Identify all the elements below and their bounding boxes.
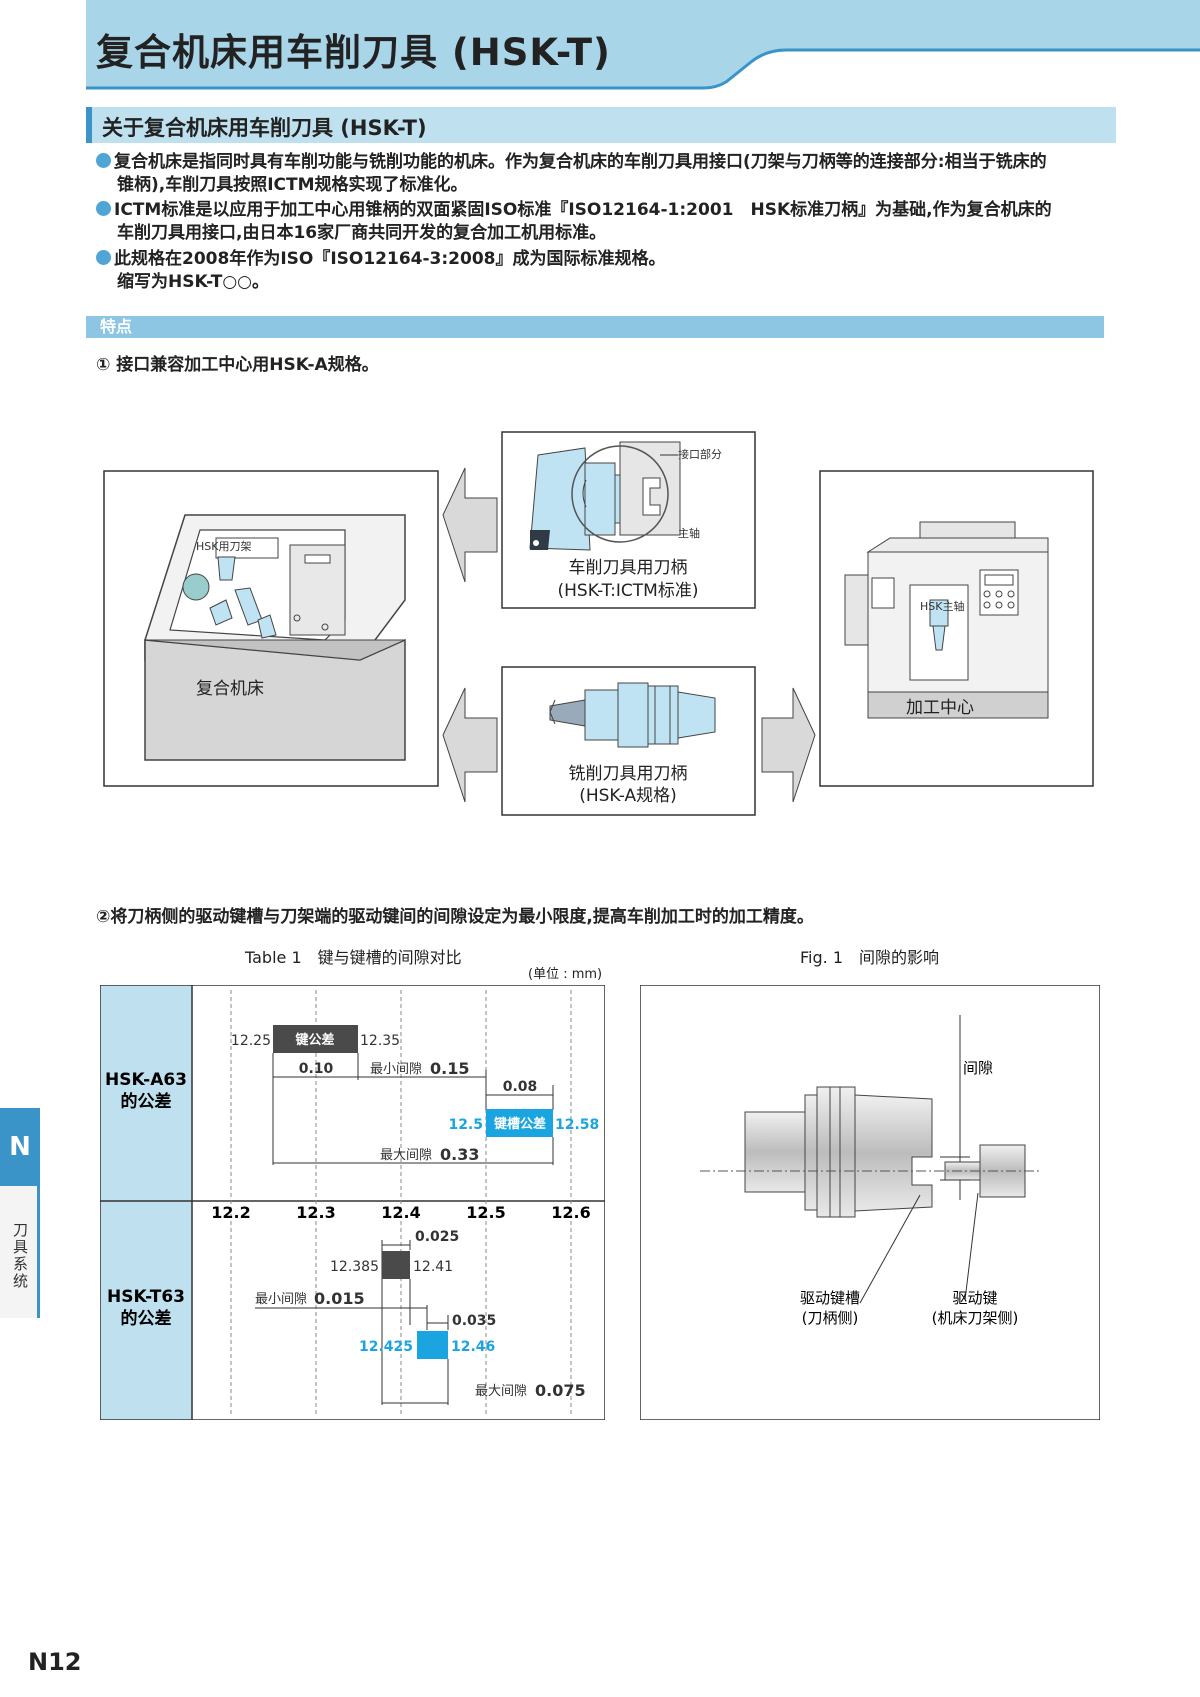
t-slot-tolerance-bar: [417, 1331, 448, 1359]
side-tab-text: 刀具系统: [11, 1222, 29, 1290]
a-max-gap-label: 最大间隙: [380, 1148, 432, 1163]
row-t-line1: HSK-T63: [107, 1287, 185, 1307]
slot-sub: (刀柄侧): [802, 1309, 859, 1327]
bullet-2: ICTM标准是以应用于加工中心用锥柄的双面紧固ISO标准『ISO12164-1:…: [96, 199, 1136, 245]
features-title: 特点: [100, 317, 133, 336]
bullet-2-line2: 车削刀具用接口,由日本16家厂商共同开发的复合加工机用标准。: [117, 223, 607, 243]
side-tab-letter[interactable]: N: [0, 1108, 40, 1186]
hsk-a-holder-icon: [549, 682, 716, 748]
t-max-gap-val: 0.075: [535, 1381, 586, 1400]
a-min-gap-label: 最小间隙: [370, 1062, 422, 1077]
multitask-machine-icon: [144, 514, 406, 761]
a-slot-max: 12.58: [555, 1117, 599, 1133]
side-tab: [0, 1186, 40, 1318]
t-max-gap-label: 最大间隙: [475, 1384, 527, 1399]
left-arrow-icon: [442, 467, 498, 583]
compatibility-diagram: HSK用刀架 复合机床 接口部分 主轴 车削刀具用刀柄 (HSK-T:ICTM标…: [103, 431, 1094, 816]
page-number: N12: [28, 1648, 82, 1676]
shank-icon: [744, 1086, 933, 1218]
axis-tick: 12.2: [211, 1203, 250, 1222]
table1-unit: (单位 : mm): [528, 967, 603, 982]
section-title-bar: [86, 107, 1116, 143]
right-arrow-icon: [761, 687, 816, 803]
row-a-line1: HSK-A63: [105, 1070, 187, 1090]
key-label: 驱动键: [952, 1289, 997, 1307]
t-key-tolerance-bar: [382, 1251, 410, 1279]
milling-holder-sub: (HSK-A规格): [579, 786, 677, 806]
bullet-1-line2: 锥柄),车削刀具按照ICTM规格实现了标准化。: [117, 175, 468, 195]
a-key-min: 12.25: [231, 1033, 271, 1049]
t-min-gap-val: 0.015: [314, 1289, 365, 1308]
machining-center-icon: [844, 521, 1049, 719]
milling-holder-title: 铣削刀具用刀柄: [569, 764, 688, 784]
fig1-clearance-diagram: 间隙 驱动键槽 (刀柄侧) 驱动键 (机床刀架侧): [640, 985, 1100, 1420]
gap-label: 间隙: [963, 1059, 993, 1077]
bullet-1: 复合机床是指同时具有车削功能与铣削功能的机床。作为复合机床的车削刀具用接口(刀架…: [96, 151, 1136, 197]
bullet-2-line1: ICTM标准是以应用于加工中心用锥柄的双面紧固ISO标准『ISO12164-1:…: [114, 200, 1052, 220]
table1-chart: HSK-A63 的公差 HSK-T63 的公差 12.2 12.3 12.4 1…: [100, 985, 605, 1420]
feature-item-1: ① 接口兼容加工中心用HSK-A规格。: [96, 355, 379, 375]
axis-tick: 12.6: [551, 1203, 590, 1222]
hsk-t-holder-icon: [529, 441, 681, 551]
t-min-gap-label: 最小间隙: [255, 1292, 307, 1307]
row-t-line2: 的公差: [121, 1308, 172, 1329]
a-key-max: 12.35: [360, 1033, 400, 1049]
table1-caption: Table 1 键与键槽的间隙对比: [245, 948, 462, 967]
mc-label: 加工中心: [906, 698, 974, 718]
bullet-3-line2: 缩写为HSK-T○○。: [117, 272, 269, 292]
bullet-dot-icon: [96, 153, 111, 168]
t-slot-min: 12.425: [359, 1339, 413, 1355]
bullet-1-line1: 复合机床是指同时具有车削功能与铣削功能的机床。作为复合机床的车削刀具用接口(刀架…: [114, 152, 1047, 172]
page-header-band: [86, 0, 1200, 90]
a-slot-tolerance-bar: [486, 1109, 553, 1137]
a-key-tolerance-bar: [273, 1025, 358, 1053]
spindle-label: 主轴: [678, 526, 700, 540]
axis-tick: 12.4: [381, 1203, 420, 1222]
t-dim-0025: 0.025: [415, 1229, 459, 1245]
t-key-min: 12.385: [330, 1259, 379, 1275]
slot-label: 驱动键槽: [800, 1289, 860, 1307]
a-slot-label: 键槽公差: [493, 1116, 546, 1132]
machine-label: 复合机床: [196, 679, 264, 699]
mc-spindle-tag: HSK主轴: [920, 599, 964, 613]
section-title: 关于复合机床用车削刀具 (HSK-T): [102, 116, 427, 140]
fig1-caption: Fig. 1 间隙的影响: [800, 948, 939, 967]
row-a-line2: 的公差: [121, 1091, 172, 1112]
turning-holder-title: 车削刀具用刀柄: [569, 558, 688, 578]
bullet-3-line1: 此规格在2008年作为ISO『ISO12164-3:2008』成为国际标准规格。: [114, 249, 666, 269]
axis-tick: 12.5: [466, 1203, 505, 1222]
page-title: 复合机床用车削刀具 (HSK-T): [96, 31, 611, 74]
bullet-3: 此规格在2008年作为ISO『ISO12164-3:2008』成为国际标准规格。…: [96, 248, 1136, 294]
a-key-label: 键公差: [294, 1032, 334, 1048]
a-dim-010: 0.10: [299, 1061, 334, 1077]
a-max-gap-val: 0.33: [440, 1145, 479, 1164]
bullet-dot-icon: [96, 201, 111, 216]
left-arrow-icon: [442, 687, 498, 803]
t-slot-max: 12.46: [451, 1339, 495, 1355]
turning-holder-sub: (HSK-T:ICTM标准): [558, 581, 699, 601]
t-dim-0035: 0.035: [452, 1313, 496, 1329]
key-sub: (机床刀架侧): [932, 1309, 1019, 1327]
t-key-max: 12.41: [413, 1259, 453, 1275]
features-bar: [86, 316, 1104, 338]
a-dim-008: 0.08: [503, 1079, 538, 1095]
a-slot-min: 12.5: [448, 1117, 483, 1133]
a-min-gap-val: 0.15: [430, 1059, 469, 1078]
machine-holder-tag: HSK用刀架: [196, 540, 251, 553]
axis-tick: 12.3: [296, 1203, 335, 1222]
feature-item-2: ②将刀柄侧的驱动键槽与刀架端的驱动键间的间隙设定为最小限度,提高车削加工时的加工…: [96, 907, 814, 927]
bullet-dot-icon: [96, 250, 111, 265]
interface-label: 接口部分: [678, 447, 722, 461]
